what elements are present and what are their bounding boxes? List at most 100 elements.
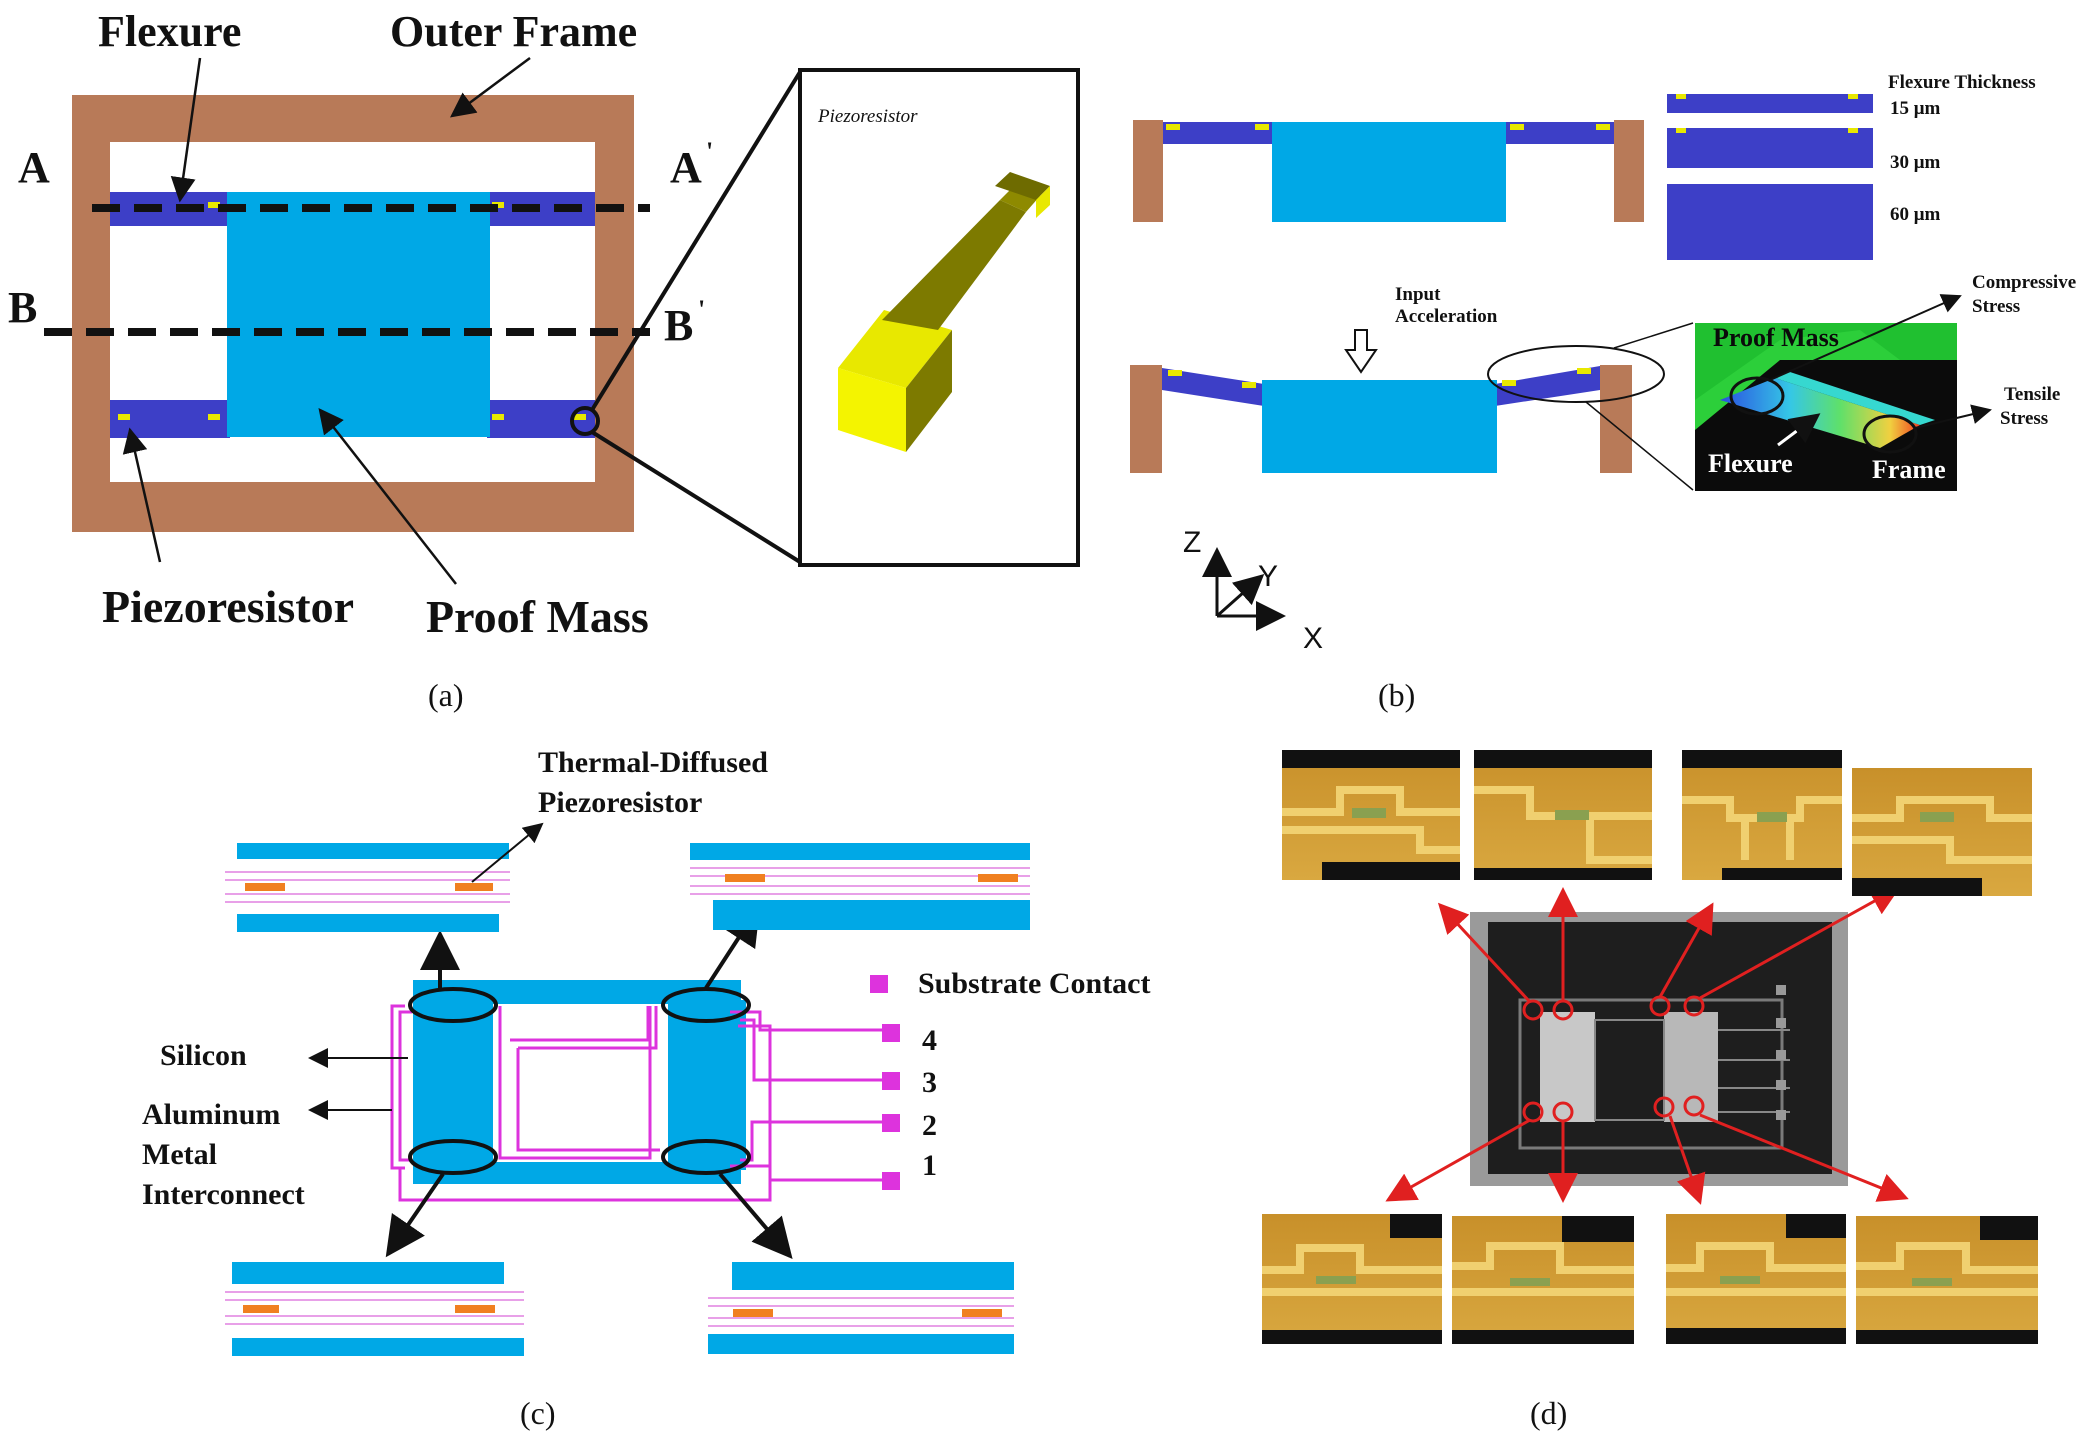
caption-a: (a) — [428, 677, 464, 713]
pad-label-1: 1 — [922, 1149, 937, 1182]
flexure-pointer — [1777, 413, 1821, 447]
resistor — [1596, 124, 1610, 130]
substrate-contact-pad-2 — [882, 1114, 900, 1132]
label-b: B — [8, 283, 37, 332]
piezoresistor-mark — [208, 202, 220, 208]
label-input: Input — [1395, 284, 1441, 305]
piezoresistor-mark — [574, 414, 586, 420]
zoom-line — [1585, 401, 1694, 491]
piezoresistor-3d-icon — [838, 172, 1050, 452]
micrograph-tile — [1262, 1214, 1442, 1344]
resistor — [1166, 124, 1180, 130]
zoom-ellipse — [661, 1139, 751, 1175]
panel-a: Piezoresistor Flexure Outer Frame A A ' … — [8, 7, 1080, 713]
resistor — [1255, 124, 1269, 130]
label-piezoresistor: Piezoresistor — [102, 581, 354, 632]
label-thermal-diffused: Thermal-Diffused — [538, 746, 768, 779]
metal-interconnect — [390, 1004, 885, 1202]
fea-label-flexure: Flexure — [1708, 449, 1793, 478]
detail-bottom-right — [708, 1262, 1014, 1354]
resistor — [1510, 124, 1524, 130]
proof-mass-deflected — [1262, 380, 1497, 473]
thickness-15 — [1667, 94, 1873, 113]
zoom-line — [1613, 322, 1694, 349]
resistor — [1848, 128, 1858, 133]
panel-d: (d) — [1262, 750, 2038, 1431]
thickness-60 — [1667, 184, 1873, 260]
label-compressive-stress: Stress — [1972, 296, 2020, 317]
flexure-right — [1505, 122, 1614, 144]
piezoresistor-pointer — [122, 427, 162, 563]
label-b-prime: B — [664, 301, 693, 350]
resistor — [1676, 94, 1686, 99]
axes-icon — [1202, 547, 1286, 631]
resistor — [1848, 94, 1858, 99]
panel-b: Flexure Thickness 15 μm 30 μm 60 μm Inpu… — [1130, 72, 2076, 713]
label-aluminum: Aluminum — [142, 1098, 280, 1131]
label-metal: Metal — [142, 1138, 217, 1171]
flexure-left — [1163, 122, 1273, 144]
micrograph-tile — [1282, 750, 1460, 880]
label-flexure: Flexure — [98, 7, 241, 56]
caption-c: (c) — [520, 1395, 556, 1431]
label-substrate-contact: Substrate Contact — [918, 967, 1151, 1000]
label-a-prime: A — [670, 143, 702, 192]
red-arrows — [1385, 886, 1909, 1205]
fea-label-proof-mass: Proof Mass — [1713, 323, 1839, 352]
die-photo — [1470, 912, 1848, 1186]
micrograph-tile — [1682, 750, 1842, 880]
caption-b: (b) — [1378, 677, 1415, 713]
detail-top-right — [690, 843, 1030, 930]
inset-title: Piezoresistor — [817, 106, 918, 127]
pad-label-4: 4 — [922, 1024, 937, 1057]
label-b-prime-mark: ' — [698, 295, 705, 324]
resistor — [1676, 128, 1686, 133]
zoom-line — [590, 430, 802, 564]
micrograph-tile — [1856, 1216, 2038, 1344]
proof-mass — [227, 192, 490, 437]
piezoresistor-mark — [208, 414, 220, 420]
label-a-prime-mark: ' — [706, 137, 713, 166]
resistor — [1168, 370, 1182, 376]
flexure-left-deflected — [1162, 368, 1264, 406]
label-thermal-piezoresistor: Piezoresistor — [538, 786, 702, 819]
label-30um: 30 μm — [1890, 152, 1941, 173]
compressive-pointer — [1769, 294, 1962, 381]
zoom-arrow — [718, 1172, 793, 1260]
resistor — [1577, 368, 1591, 374]
zoom-circle — [570, 406, 600, 436]
resistor — [1242, 382, 1256, 388]
label-compressive: Compressive — [1972, 272, 2076, 293]
thermal-pointer — [471, 822, 544, 883]
proof-mass-section — [1272, 122, 1506, 222]
label-tensile: Tensile — [2004, 384, 2060, 405]
zoom-ellipse — [661, 987, 751, 1023]
piezoresistor-mark — [492, 414, 504, 420]
label-flexure-thickness: Flexure Thickness — [1888, 72, 2036, 93]
input-acceleration-arrow — [1344, 329, 1378, 374]
axis-label-z: Z — [1183, 526, 1201, 559]
label-tensile-stress: Stress — [2000, 408, 2048, 429]
label-interconnect: Interconnect — [142, 1178, 305, 1211]
zoom-line — [590, 70, 802, 412]
substrate-contact-pad-1 — [882, 1172, 900, 1190]
axis-label-x: X — [1303, 622, 1323, 655]
frame-left-deflected — [1130, 365, 1162, 473]
pad-label-2: 2 — [922, 1109, 937, 1142]
micrograph-tile — [1852, 768, 2032, 896]
detail-bottom-left — [225, 1262, 524, 1356]
caption-d: (d) — [1530, 1395, 1567, 1431]
fea-label-frame: Frame — [1872, 455, 1946, 484]
pad-label-3: 3 — [922, 1066, 937, 1099]
resistor — [1502, 380, 1516, 386]
tensile-ellipse — [1862, 414, 1918, 454]
tensile-pointer — [1914, 404, 1992, 429]
flexure-top-left — [110, 192, 230, 226]
substrate-contact-pad-4 — [882, 1024, 900, 1042]
label-a: A — [18, 143, 50, 192]
micrograph-tile — [1666, 1214, 1846, 1344]
panel-c: Substrate Contact 4 3 2 1 — [142, 746, 1151, 1431]
label-60um: 60 μm — [1890, 204, 1941, 225]
zoom-ellipse — [1487, 345, 1665, 403]
substrate-contact-legend — [870, 975, 888, 993]
